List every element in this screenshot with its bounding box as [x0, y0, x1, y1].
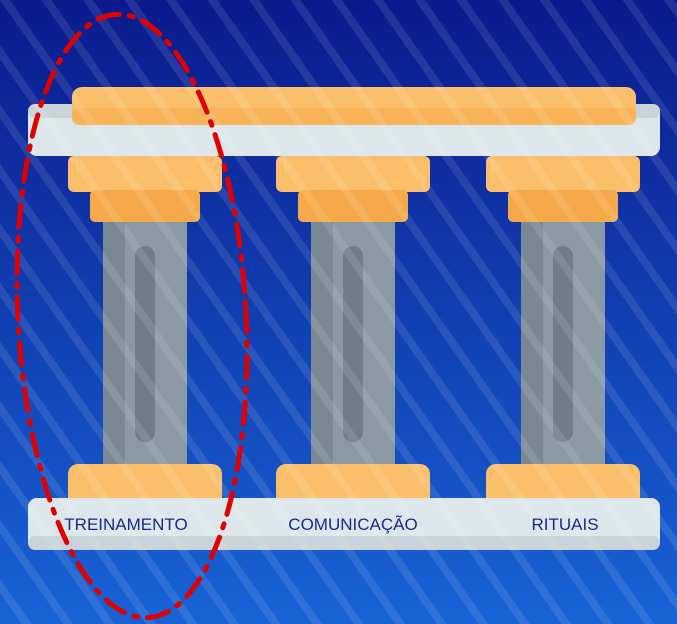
highlight-ellipse: [14, 11, 250, 621]
pillar-label-treinamento: TREINAMENTO: [64, 515, 188, 534]
pillar-label-comunicacao: COMUNICAÇÃO: [288, 515, 418, 534]
pillar-label-rituais: RITUAIS: [531, 515, 599, 534]
